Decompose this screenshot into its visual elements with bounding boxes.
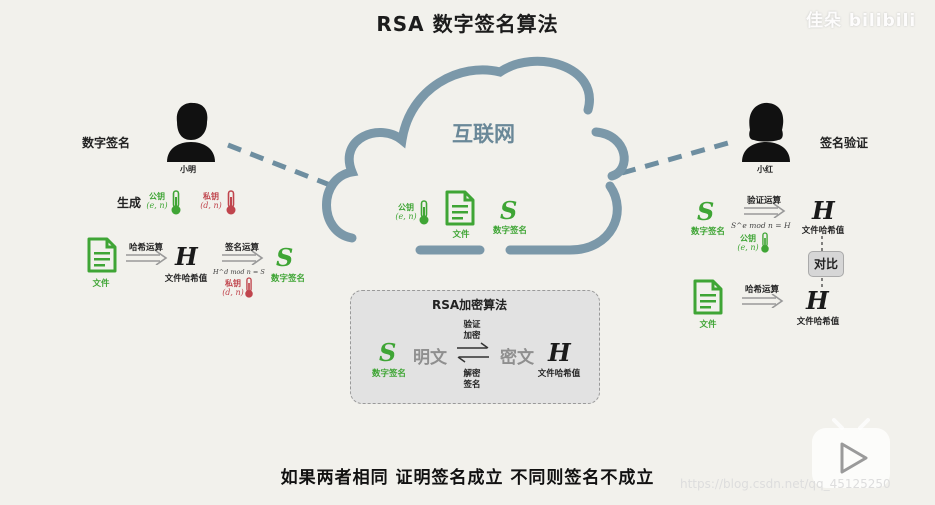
right-file-label: 文件	[699, 320, 717, 330]
right-connection-line	[621, 140, 729, 176]
rsa-sign-label: 签名	[463, 380, 481, 390]
right-file-icon	[693, 279, 723, 315]
right-signature-label: 数字签名	[690, 227, 725, 237]
cloud-public-key-label: 公钥(e, n)	[395, 203, 417, 221]
left-signature-symbol: S	[276, 243, 294, 272]
csdn-url-watermark: https://blog.csdn.net/qq_45125250	[680, 477, 891, 491]
left-private-key-label: 私钥(d, n)	[200, 192, 222, 210]
left-signature-label: 数字签名	[270, 274, 305, 284]
video-subtitle: 如果两者相同 证明签名成立 不同则签名不成立	[280, 468, 655, 488]
bilibili-watermark: 佳朵 bilibili	[806, 11, 917, 31]
cloud-label: 互联网	[452, 122, 515, 146]
public-key-thermometer-icon	[171, 190, 181, 215]
private-key-thermometer-icon	[226, 190, 236, 215]
cloud-signature-symbol: S	[500, 196, 518, 225]
left-private-key-small-label: 私钥(d, n)	[222, 279, 244, 297]
right-signature-symbol: S	[697, 197, 715, 226]
right-hash-symbol-bottom: H	[806, 286, 829, 315]
right-verify-formula: S^e mod n = H	[731, 221, 791, 230]
rsa-encrypt-label: 加密	[463, 331, 481, 341]
left-hash-symbol: H	[175, 242, 198, 271]
left-hash-arrow-icon	[126, 251, 168, 265]
rsa-hash-symbol: H	[548, 338, 571, 367]
right-verify-arrow-icon	[744, 204, 786, 218]
rsa-plaintext-label: 明文	[413, 348, 447, 368]
left-public-key-label: 公钥(e, n)	[146, 192, 168, 210]
file-icon	[87, 237, 117, 273]
person-female-icon	[742, 102, 790, 162]
page-title: RSA 数字签名算法	[376, 12, 559, 36]
left-sign-arrow-icon	[222, 251, 264, 265]
left-sign-formula: H^d mod n = S	[213, 268, 265, 276]
cloud-file-icon	[445, 190, 475, 226]
left-person-name: 小明	[180, 165, 196, 174]
right-section-label: 签名验证	[820, 136, 869, 150]
right-hash-label-top: 文件哈希值	[801, 226, 845, 236]
rsa-algorithm-box	[350, 290, 600, 404]
rsa-bidirectional-arrow-icon	[457, 342, 489, 363]
right-person-name: 小红	[757, 165, 773, 174]
internet-cloud	[322, 56, 629, 255]
rsa-signature-symbol: S	[379, 338, 397, 367]
cloud-signature-label: 数字签名	[492, 226, 527, 236]
right-public-key-small-label: 公钥(e, n)	[737, 234, 759, 252]
bilibili-play-logo-icon	[812, 418, 890, 488]
left-section-label: 数字签名	[82, 136, 131, 150]
right-public-key-small-thermometer-icon	[761, 232, 769, 253]
person-male-icon	[167, 102, 215, 162]
rsa-hash-label: 文件哈希值	[537, 369, 581, 379]
cloud-public-key-thermometer-icon	[419, 200, 429, 225]
rsa-decrypt-label: 解密	[463, 369, 481, 379]
left-hash-op-label: 哈希运算	[128, 243, 163, 253]
left-sign-op-label: 签名运算	[224, 243, 259, 253]
rsa-signature-label: 数字签名	[371, 369, 406, 379]
right-hash-label-bottom: 文件哈希值	[796, 317, 840, 327]
right-hash-arrow-icon	[742, 294, 784, 308]
cloud-file-label: 文件	[452, 230, 470, 240]
left-connection-line	[227, 142, 331, 188]
right-hash-op-label: 哈希运算	[744, 285, 779, 295]
left-file-label: 文件	[92, 279, 110, 289]
compare-badge: 对比	[808, 251, 844, 277]
right-verify-op-label: 验证运算	[746, 196, 781, 206]
rsa-ciphertext-label: 密文	[500, 348, 534, 368]
generate-label: 生成	[117, 196, 142, 210]
private-key-small-thermometer-icon	[245, 277, 253, 298]
rsa-box-title: RSA加密算法	[432, 298, 508, 312]
right-hash-symbol-top: H	[812, 196, 835, 225]
rsa-verify-label: 验证	[463, 320, 481, 330]
left-hash-label: 文件哈希值	[164, 274, 208, 284]
